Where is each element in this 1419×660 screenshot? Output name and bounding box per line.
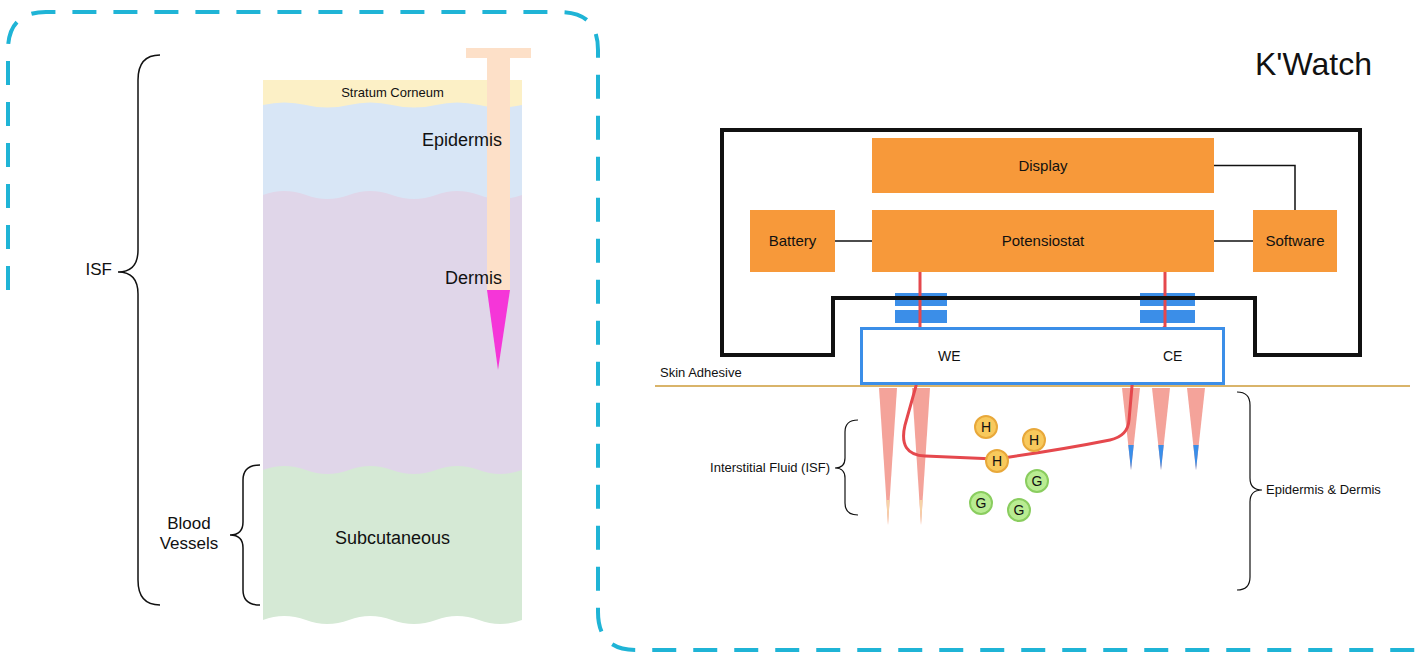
node-text: Dermis: [445, 268, 502, 289]
node-text: H: [992, 453, 1002, 469]
needle-shaft: [487, 58, 510, 290]
skin-adhesive-line: [655, 385, 1410, 387]
analyte-circle: H: [974, 415, 998, 439]
node-text: H: [1029, 432, 1039, 448]
ce-needle: [1187, 388, 1205, 470]
isf-brace: [835, 420, 858, 515]
connector-pad: [1140, 310, 1195, 323]
skin-layer-band: Dermis: [263, 268, 483, 308]
node-text: Display: [1018, 157, 1067, 174]
subcutaneous-layer: [263, 466, 522, 624]
dermis-layer: [263, 191, 522, 480]
dashed-frame: [8, 12, 1419, 650]
blood-vessels-brace: [230, 465, 260, 605]
analyte-circle: G: [1025, 469, 1049, 493]
node-text: G: [976, 495, 987, 511]
node-text: Stratum Corneum: [341, 86, 444, 101]
ce-needle-tip: [1193, 445, 1198, 470]
node-text: K'Watch: [1255, 46, 1372, 83]
process-box: Potensiostat: [872, 210, 1214, 272]
ce-needle-tip: [1128, 445, 1133, 470]
analyte-circle: G: [1007, 498, 1031, 522]
bracket-label: Epidermis & Dermis: [1266, 482, 1416, 498]
signal-line: [1214, 240, 1253, 242]
we-needle: [879, 388, 897, 525]
node-text: Battery: [769, 232, 817, 249]
electrode-box: WE CE: [860, 327, 1225, 385]
epidermis-layer: [263, 103, 522, 206]
line-label: Skin Adhesive: [660, 365, 840, 381]
we-needle-tip: [886, 500, 889, 525]
analyte-circle: H: [1022, 428, 1046, 452]
node-text: Epidermis: [422, 130, 502, 151]
skin-layer-band: Subcutaneous: [263, 518, 522, 558]
isf-brace: [118, 55, 160, 605]
needle-tip: [487, 290, 510, 370]
process-box: Battery: [750, 210, 835, 272]
bracket-label: ISF: [40, 260, 112, 280]
signal-line: [1214, 166, 1295, 211]
process-box: Software: [1253, 210, 1337, 272]
needle-cap: [466, 48, 531, 58]
node-text: WE: [938, 348, 961, 364]
analyte-circle: H: [985, 449, 1009, 473]
node-text: Subcutaneous: [335, 528, 450, 549]
ce-needle-tip: [1158, 445, 1163, 470]
bracket-label: Interstitial Fluid (ISF): [640, 460, 830, 476]
we-needle-tip: [919, 500, 922, 525]
skin-layer-band: Epidermis: [263, 130, 483, 170]
node-text: G: [1014, 502, 1025, 518]
skin-brace: [1237, 392, 1262, 590]
analyte-circle: G: [969, 491, 993, 515]
ce-needle: [1152, 388, 1170, 470]
node-text: H: [981, 419, 991, 435]
node-text: CE: [1163, 348, 1182, 364]
process-box: Display: [872, 138, 1214, 193]
signal-line: [835, 240, 872, 242]
node-text: G: [1032, 473, 1043, 489]
housing-outline: [722, 130, 1360, 355]
node-text: Potensiostat: [1002, 232, 1085, 249]
bracket-label: Blood Vessels: [150, 514, 228, 555]
node-text: Software: [1265, 232, 1324, 249]
skin-layer-band: Stratum Corneum: [263, 82, 522, 105]
